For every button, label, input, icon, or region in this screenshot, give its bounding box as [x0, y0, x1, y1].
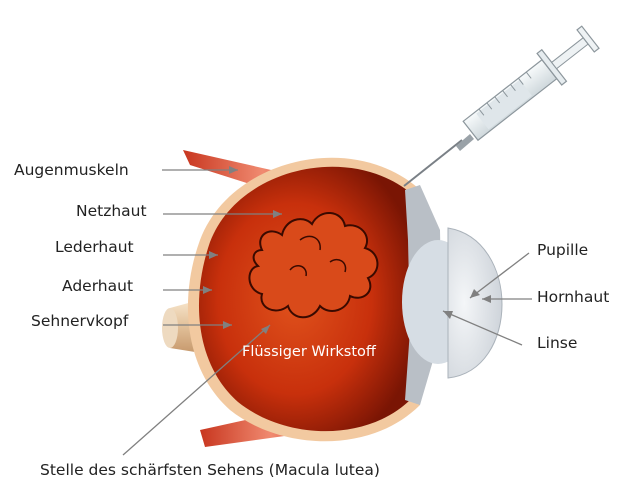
cornea: [448, 228, 502, 378]
label-hornhaut: Hornhaut: [537, 288, 609, 306]
syringe-icon: [404, 21, 603, 186]
label-fluessiger-wirkstoff: Flüssiger Wirkstoff: [242, 343, 376, 361]
label-netzhaut: Netzhaut: [76, 202, 147, 220]
label-sehnervkopf: Sehnervkopf: [31, 312, 128, 330]
label-lederhaut: Lederhaut: [55, 238, 134, 256]
label-pupille: Pupille: [537, 241, 588, 259]
label-aderhaut: Aderhaut: [62, 277, 133, 295]
label-macula-lutea: Stelle des schärfsten Sehens (Macula lut…: [40, 461, 380, 479]
label-linse: Linse: [537, 334, 577, 352]
label-augenmuskeln: Augenmuskeln: [14, 161, 129, 179]
